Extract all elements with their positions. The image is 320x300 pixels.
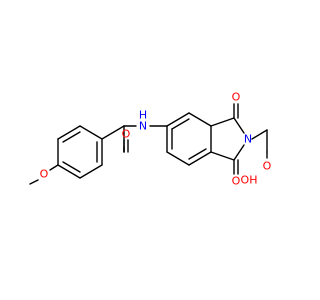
bond — [29, 179, 39, 185]
bond — [57, 164, 81, 179]
bond — [166, 112, 190, 127]
bond — [210, 117, 235, 127]
bond — [251, 129, 268, 140]
bond — [62, 161, 81, 173]
bond — [233, 144, 245, 161]
bond — [210, 151, 235, 161]
bond — [79, 164, 103, 179]
amide-n-label: N — [139, 120, 147, 133]
bond — [188, 148, 207, 160]
imide-o-bottom-label: O — [232, 175, 241, 188]
bond — [166, 151, 190, 166]
amide-o-label: O — [122, 128, 131, 141]
methoxy-o-label: O — [40, 168, 49, 181]
imide-o-top-label: O — [232, 91, 241, 104]
bond — [101, 125, 125, 140]
bond — [57, 125, 81, 140]
bond — [188, 112, 212, 127]
bond — [233, 117, 245, 134]
bond — [49, 164, 59, 171]
imide-n-label: N — [244, 133, 252, 146]
bonds — [29, 103, 268, 185]
molecule-structure: O N H O O O N O OH — [29, 91, 272, 188]
acid-oh-label: OH — [241, 174, 258, 187]
atom-labels: O N H O O O N O OH — [40, 91, 272, 188]
amide-h-label: H — [139, 109, 147, 122]
bond — [79, 125, 103, 140]
acid-o-label: O — [263, 160, 272, 173]
bond — [62, 131, 81, 143]
bond — [188, 151, 212, 166]
bond — [171, 118, 190, 130]
